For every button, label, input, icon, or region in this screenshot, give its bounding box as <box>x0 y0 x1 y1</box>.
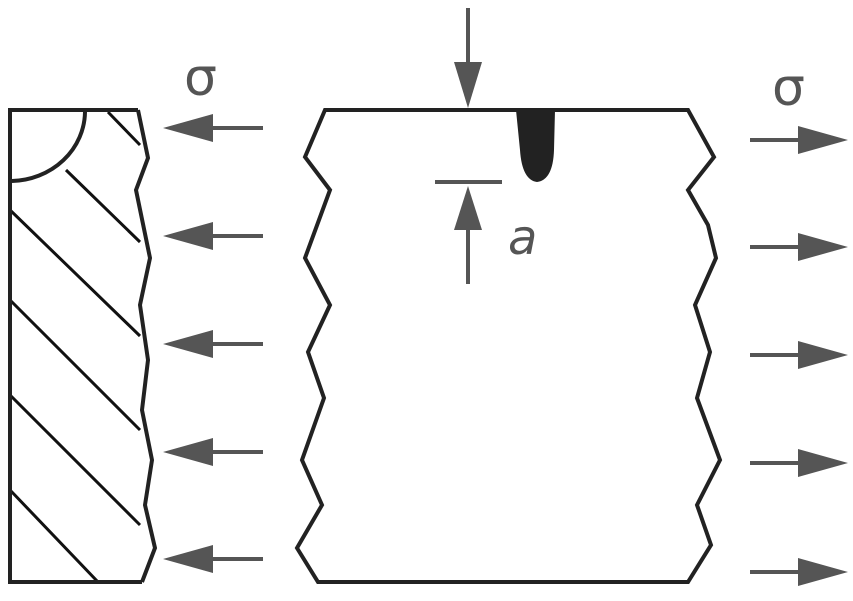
left-arrow <box>163 114 263 142</box>
crack-depth-dimension <box>435 180 502 284</box>
dimension-arrowhead <box>454 186 482 230</box>
right-arrow <box>750 126 848 154</box>
section-straight-edges <box>8 108 142 584</box>
section-jagged-edge <box>133 109 158 583</box>
left-arrow <box>163 438 263 466</box>
left-stress-arrows <box>163 114 263 573</box>
right-arrow <box>750 233 848 261</box>
hatch-line <box>106 110 142 147</box>
crack-depth-label: a <box>508 210 538 266</box>
left-arrow <box>163 545 263 573</box>
hatch-line <box>10 298 142 432</box>
hatch-line <box>64 168 142 244</box>
left-arrow <box>163 330 263 358</box>
left-arrow <box>163 222 263 250</box>
crack-front-arc <box>11 111 87 183</box>
right-arrow <box>750 449 848 477</box>
plate-outline <box>294 108 723 584</box>
stress-label-left: σ <box>184 48 217 108</box>
right-arrow <box>750 558 848 586</box>
right-arrow <box>750 341 848 369</box>
plate-view <box>294 108 723 584</box>
stress-label-right: σ <box>772 58 805 118</box>
hatch-line <box>10 488 100 582</box>
crack-location-arrow <box>454 8 482 108</box>
hatch-line <box>10 393 142 527</box>
right-stress-arrows <box>750 126 848 586</box>
crack <box>516 110 555 182</box>
hatch-line <box>10 208 142 338</box>
hatch-pattern <box>10 110 142 582</box>
cross-section-view <box>8 108 158 584</box>
